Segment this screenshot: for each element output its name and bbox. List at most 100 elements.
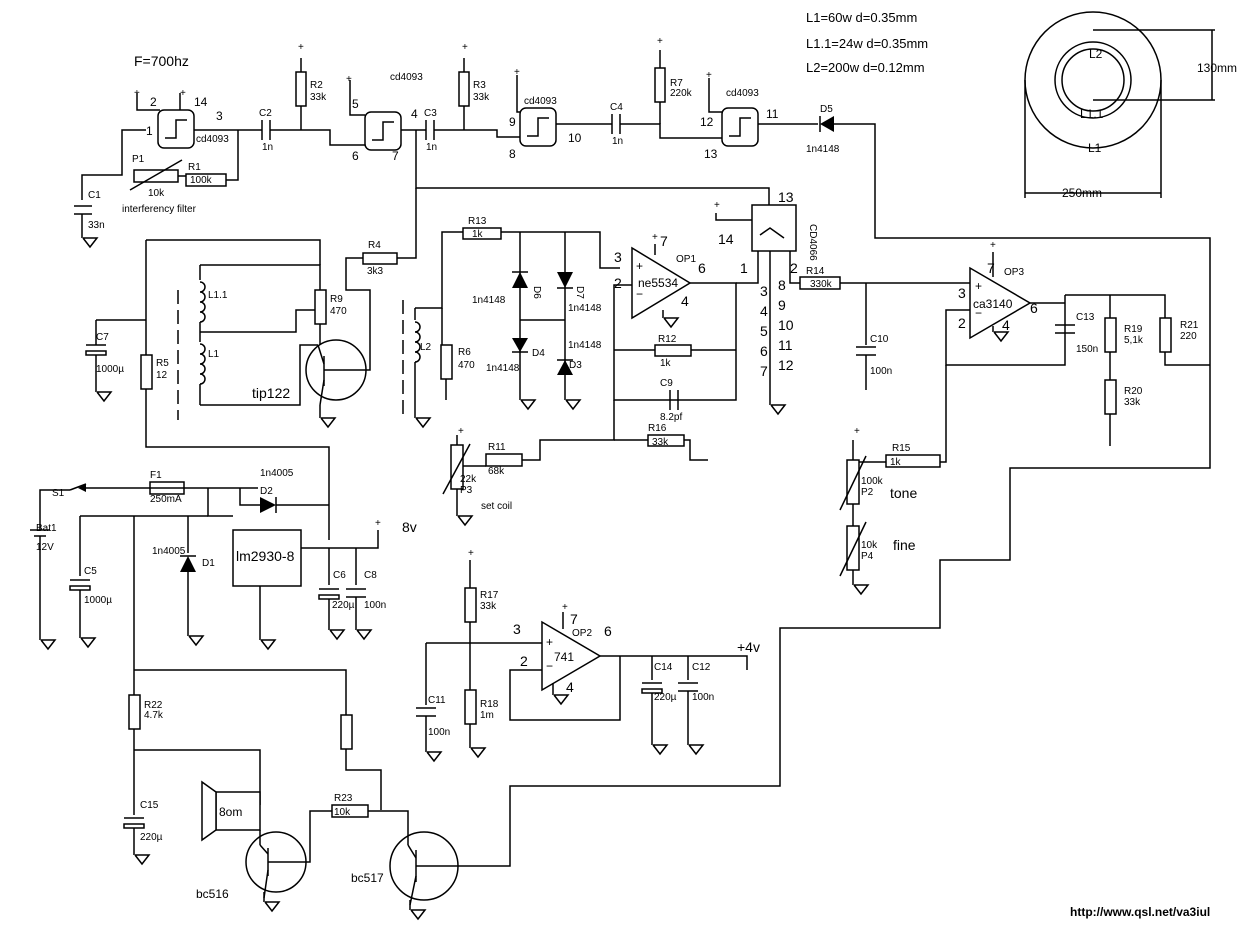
tip122-label: tip122 <box>252 385 290 401</box>
svg-text:1: 1 <box>740 260 748 276</box>
regulator-label: lm2930-8 <box>236 548 295 564</box>
svg-text:6: 6 <box>698 260 706 276</box>
cap-c7: C7 1000µ <box>85 332 124 375</box>
svg-text:9: 9 <box>509 115 516 129</box>
cap-c12: C12 100n <box>678 662 714 703</box>
svg-text:C15: C15 <box>140 800 159 811</box>
svg-text:6: 6 <box>760 343 768 359</box>
svg-text:470: 470 <box>458 360 475 371</box>
svg-text:1n4148: 1n4148 <box>486 363 520 374</box>
diode-d5: D5 1n4148 <box>806 104 840 155</box>
svg-text:R21: R21 <box>1180 320 1199 331</box>
svg-text:1n4148: 1n4148 <box>568 340 602 351</box>
p1-label: interferency filter <box>122 204 197 215</box>
rail-8v-label: 8v <box>402 519 417 535</box>
svg-text:7: 7 <box>760 363 768 379</box>
cap-c11: C11 100n <box>416 695 450 738</box>
frequency-note: F=700hz <box>134 53 189 69</box>
coil-diagram: L2 L1.1 L1 130mm 250mm <box>1024 11 1237 200</box>
svg-text:C1: C1 <box>88 190 101 201</box>
coil-spec-l2: L2=200w d=0.12mm <box>806 60 925 75</box>
pot-p4: 10k P4 fine <box>839 521 916 577</box>
diode-d1: D1 1n4005 <box>152 546 215 572</box>
svg-text:33k: 33k <box>652 437 669 448</box>
svg-text:1k: 1k <box>660 358 672 369</box>
svg-text:100n: 100n <box>692 692 714 703</box>
svg-text:3: 3 <box>216 109 223 123</box>
svg-text:−: − <box>975 306 982 320</box>
svg-text:+: + <box>706 70 712 81</box>
svg-text:220: 220 <box>1180 331 1197 342</box>
svg-text:220µ: 220µ <box>332 600 355 611</box>
svg-text:L1.1: L1.1 <box>208 290 228 301</box>
svg-text:220k: 220k <box>670 88 693 99</box>
svg-text:R2: R2 <box>310 80 323 91</box>
svg-text:D6: D6 <box>531 286 542 299</box>
svg-text:33k: 33k <box>1124 397 1141 408</box>
svg-text:150n: 150n <box>1076 344 1098 355</box>
gate-u2: 5 6 7 4 cd4093 <box>352 72 423 163</box>
battery-bat1: Bat1 12V <box>30 523 57 553</box>
svg-text:2: 2 <box>790 260 798 276</box>
svg-text:F1: F1 <box>150 470 162 481</box>
svg-text:1n4148: 1n4148 <box>472 295 506 306</box>
svg-text:3k3: 3k3 <box>367 266 384 277</box>
svg-text:100k: 100k <box>190 175 213 186</box>
svg-text:C2: C2 <box>259 108 272 119</box>
svg-text:D2: D2 <box>260 486 273 497</box>
cap-c9: C9 8.2pf <box>660 378 682 423</box>
svg-text:D1: D1 <box>202 558 215 569</box>
svg-text:1k: 1k <box>890 457 902 468</box>
coil-spec-l1: L1=60w d=0.35mm <box>806 10 917 25</box>
cap-c15: C15 220µ <box>123 800 163 843</box>
cap-c10: C10 100n <box>856 334 892 377</box>
svg-text:R20: R20 <box>1124 386 1143 397</box>
svg-text:R17: R17 <box>480 590 499 601</box>
transistor-tip122: tip122 <box>252 339 367 406</box>
svg-text:1n4148: 1n4148 <box>568 303 602 314</box>
diode-d2: D2 1n4005 <box>260 468 294 513</box>
svg-text:5: 5 <box>760 323 768 339</box>
svg-text:33k: 33k <box>310 92 327 103</box>
svg-text:14: 14 <box>718 231 734 247</box>
svg-text:R22: R22 <box>144 700 163 711</box>
svg-text:9: 9 <box>778 297 786 313</box>
svg-text:2: 2 <box>150 95 157 109</box>
opamp-op3: + − ca3140 OP3 3 7 2 6 4 <box>958 260 1038 340</box>
svg-text:1n4005: 1n4005 <box>152 546 186 557</box>
svg-text:R14: R14 <box>806 266 825 277</box>
svg-text:33n: 33n <box>88 220 105 231</box>
pot-p1: P1 10k interferency filter <box>122 154 197 215</box>
svg-text:D3: D3 <box>569 360 582 371</box>
svg-text:470: 470 <box>330 306 347 317</box>
svg-text:4: 4 <box>566 679 574 695</box>
svg-text:1n4148: 1n4148 <box>806 144 840 155</box>
svg-text:33k: 33k <box>480 601 497 612</box>
transistor-bc517: bc517 <box>351 831 459 906</box>
diode-d7: D7 1n4148 <box>557 272 602 314</box>
svg-text:+: + <box>854 426 860 437</box>
svg-text:OP1: OP1 <box>676 254 696 265</box>
svg-text:+: + <box>458 426 464 437</box>
cap-c14: C14 220µ <box>641 662 677 703</box>
p4-label: fine <box>893 537 916 553</box>
coil-label-l1: L1 <box>1088 141 1102 155</box>
svg-text:12: 12 <box>156 370 168 381</box>
svg-text:+: + <box>462 42 468 53</box>
svg-text:5,1k: 5,1k <box>1124 335 1144 346</box>
svg-text:C10: C10 <box>870 334 889 345</box>
svg-text:1k: 1k <box>472 229 484 240</box>
svg-text:R15: R15 <box>892 443 911 454</box>
svg-text:R16: R16 <box>648 423 667 434</box>
svg-text:13: 13 <box>704 147 718 161</box>
svg-text:10k: 10k <box>148 188 165 199</box>
svg-text:Bat1: Bat1 <box>36 523 57 534</box>
svg-text:D7: D7 <box>574 286 585 299</box>
svg-text:1000µ: 1000µ <box>84 595 112 606</box>
svg-text:5: 5 <box>352 97 359 111</box>
svg-text:+: + <box>652 232 658 243</box>
svg-text:+: + <box>990 240 996 251</box>
svg-text:4.7k: 4.7k <box>144 710 164 721</box>
diode-d6: D6 1n4148 <box>472 271 542 306</box>
svg-text:−: − <box>636 287 643 301</box>
